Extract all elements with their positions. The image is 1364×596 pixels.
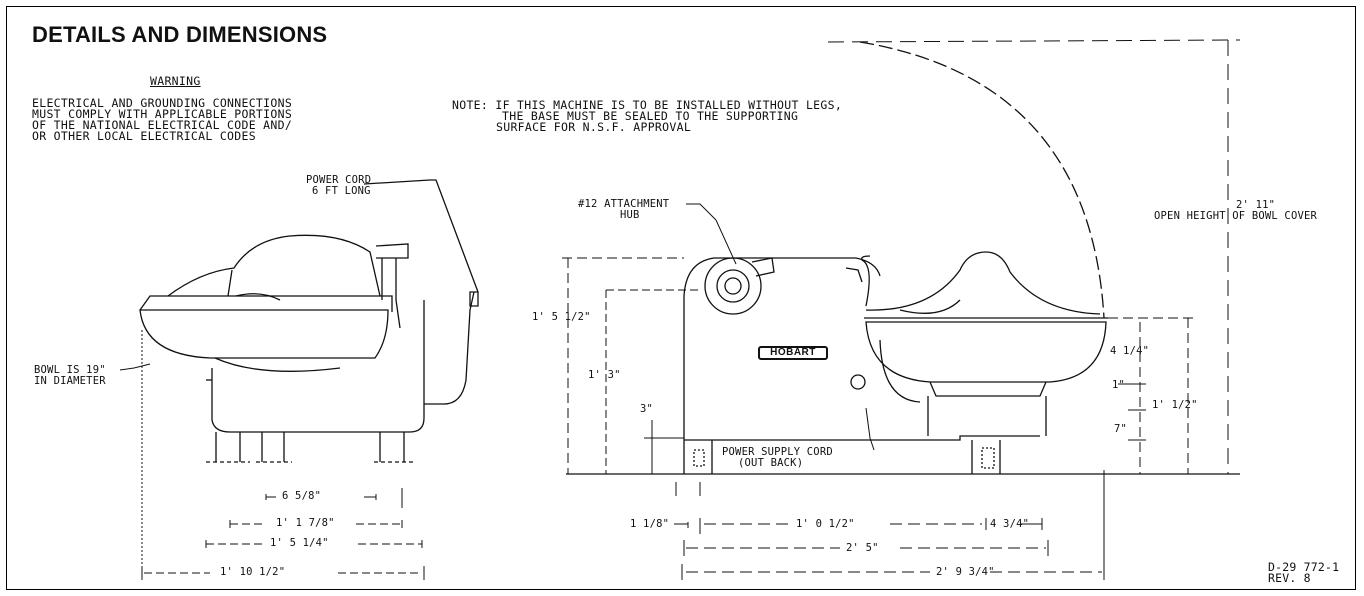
- bowl-diameter-label-2: IN DIAMETER: [34, 375, 106, 387]
- cover-swing-arc: [859, 41, 1105, 319]
- warning-heading: WARNING: [150, 74, 201, 88]
- warning-line-3: OF THE NATIONAL ELECTRICAL CODE AND/: [32, 118, 293, 132]
- dim-1: 1": [1112, 379, 1126, 391]
- drawing-revision: REV. 8: [1268, 571, 1311, 585]
- dim-4-1-4: 4 1/4": [1110, 345, 1150, 357]
- attachment-hub-label-2: HUB: [620, 209, 640, 221]
- dim-1-1-2: 1' 1/2": [1152, 399, 1198, 411]
- dim-2-9-3-4: 2' 9 3/4": [936, 566, 995, 578]
- note-line-3: SURFACE FOR N.S.F. APPROVAL: [496, 120, 692, 134]
- open-height-label: OPEN HEIGHT OF BOWL COVER: [1154, 210, 1318, 222]
- open-height-value: 2' 11": [1236, 199, 1276, 211]
- dim-6-5-8: 6 5/8": [282, 490, 322, 502]
- note-line-1: NOTE: IF THIS MACHINE IS TO BE INSTALLED…: [452, 98, 843, 112]
- power-supply-cord-label: POWER SUPPLY CORD: [722, 446, 833, 458]
- note-line-2: THE BASE MUST BE SEALED TO THE SUPPORTIN…: [502, 109, 799, 123]
- front-view-dimensions: [562, 39, 1241, 580]
- dim-3: 3": [640, 403, 654, 415]
- dim-1-0-1-2: 1' 0 1/2": [796, 518, 855, 530]
- power-cord-label: POWER CORD: [306, 174, 372, 186]
- warning-line-4: OR OTHER LOCAL ELECTRICAL CODES: [32, 129, 256, 143]
- attachment-hub-label: #12 ATTACHMENT: [578, 198, 670, 210]
- dim-1-1-7-8: 1' 1 7/8": [276, 517, 335, 529]
- dim-1-1-8: 1 1/8": [630, 518, 670, 530]
- power-cord-length-label: 6 FT LONG: [312, 185, 371, 197]
- warning-line-2: MUST COMPLY WITH APPLICABLE PORTIONS: [32, 107, 293, 121]
- warning-line-1: ELECTRICAL AND GROUNDING CONNECTIONS: [32, 96, 293, 110]
- dim-2-5: 2' 5": [846, 542, 879, 554]
- dim-1-3: 1' 3": [588, 369, 621, 381]
- front-view-machine: [566, 251, 1240, 475]
- drawing-frame: [6, 6, 1356, 590]
- bowl-diameter-label: BOWL IS 19": [34, 364, 106, 376]
- dim-1-5-1-4: 1' 5 1/4": [270, 537, 329, 549]
- side-view-dimensions: [119, 330, 425, 580]
- dim-7: 7": [1114, 423, 1128, 435]
- dim-4-3-4: 4 3/4": [990, 518, 1030, 530]
- drawing-number: D-29 772-1: [1268, 560, 1340, 574]
- hobart-logo: HOBART: [758, 346, 828, 360]
- dim-1-10-1-2: 1' 10 1/2": [220, 566, 286, 578]
- side-view-machine: [139, 179, 479, 463]
- page-title: DETAILS AND DIMENSIONS: [32, 22, 328, 47]
- power-supply-cord-label-2: (OUT BACK): [738, 457, 804, 469]
- dim-1-5-1-2: 1' 5 1/2": [532, 311, 591, 323]
